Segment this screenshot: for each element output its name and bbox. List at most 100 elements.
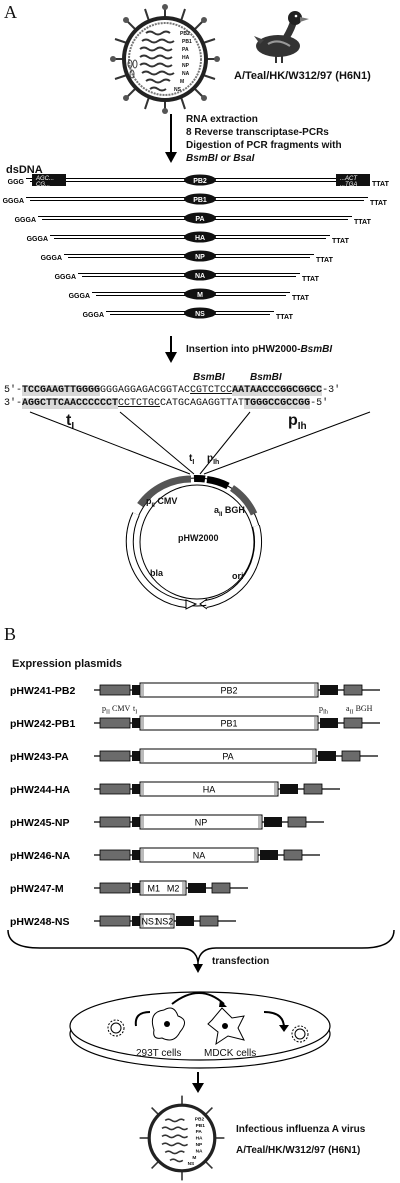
segment-ellipse (184, 250, 216, 262)
dsdna-right-end: TTAT (302, 276, 320, 283)
segment-ellipse (184, 193, 216, 205)
expression-plasmid-row: pHW247-M M1 M2 (10, 880, 248, 896)
virus-seg-label: HA (182, 55, 190, 61)
insert-box (139, 682, 319, 698)
insert-label: NS2 (156, 917, 174, 927)
plasmid-ori-label: ori (232, 571, 244, 581)
pb2-end-text: CG... (36, 182, 50, 188)
plasmid-pih-label: pIh (207, 453, 220, 466)
dsdna-right-end: TTAT (354, 219, 372, 226)
segment-ellipse (184, 231, 216, 243)
virus-seg-label: PB2 (180, 31, 190, 37)
bgh-box (341, 750, 361, 762)
pih-box (320, 718, 338, 728)
insert-label: M2 (167, 884, 180, 894)
sequence-top-strand: 5'-TCCGAAGTTGGGGGGGAGGAGACGGTACCGTCTCCAA… (4, 385, 341, 396)
pih-box (264, 817, 282, 827)
segment-ellipse (184, 288, 216, 300)
result-label-line2: A/Teal/HK/W312/97 (H6N1) (236, 1145, 361, 1156)
result-virus-icon: PB2 PB1 PA HA NP NA M NS (139, 1095, 225, 1181)
segment-label: NS (195, 311, 205, 318)
sequence-bottom-strand: 3'-AGGCTTCAACCCCCCTCCTCTGCCATGCAGAGGTTAT… (4, 398, 329, 409)
pcmv-box (99, 750, 131, 762)
pih-box (176, 916, 194, 926)
bgh-box (303, 783, 323, 795)
pih-box (260, 850, 278, 860)
segment-ellipse (184, 212, 216, 224)
cell-label-mdck: MDCK cells (204, 1048, 257, 1059)
pcmv-box (99, 684, 131, 696)
down-arrow-icon (165, 114, 177, 163)
insert-label: PB1 (220, 719, 237, 729)
t1-box (132, 916, 140, 926)
bgh-box (343, 684, 363, 696)
insert-label: NA (193, 851, 206, 861)
virus-seg-label: PA (196, 1129, 203, 1135)
plasmid-row-name: pHW246-NA (10, 850, 71, 862)
bgh-box (343, 717, 363, 729)
t1-box (132, 883, 140, 893)
segment-ellipse (184, 269, 216, 281)
down-arrow-icon (165, 336, 177, 363)
virus-seg-label: NS (174, 87, 182, 93)
panel-b-label: B (4, 624, 17, 644)
plasmid-row-name: pHW248-NS (10, 916, 70, 928)
insert-box (139, 781, 279, 797)
plasmid-pcmv-label: pII CMV (146, 496, 178, 509)
insert-label: NS1 (141, 917, 159, 927)
duck-icon (254, 11, 309, 63)
virus-seg-label: M (192, 1155, 196, 1161)
plasmid-name: pHW2000 (178, 533, 219, 543)
step-digestion: Digestion of PCR fragments with (186, 140, 342, 151)
segment-label: HA (195, 235, 205, 242)
dsdna-right-end: TTAT (370, 200, 388, 207)
plasmid-row-name: pHW244-HA (10, 784, 71, 796)
segment-label: NA (195, 273, 205, 280)
insertion-step: Insertion into pHW2000-BsmBI (186, 344, 333, 355)
virus-seg-label: PB2 (195, 1116, 205, 1122)
bgh-box (211, 882, 231, 894)
pcmv-box (99, 849, 131, 861)
result-label-line1: Infectious influenza A virus (236, 1124, 366, 1135)
expression-plasmid-row: pHW246-NA NA (10, 847, 320, 863)
insert-box (139, 880, 187, 896)
expression-plasmids-title: Expression plasmids (12, 658, 123, 670)
dsdna-left-end: GGGA (83, 312, 104, 319)
plasmid-row-name: pHW247-M (10, 883, 64, 895)
segment-label: PB1 (193, 197, 207, 204)
insert-label: M1 (148, 884, 161, 894)
insert-box (139, 715, 319, 731)
dsdna-left-end: GGGA (55, 274, 76, 281)
pcmv-annotation: pII CMV (102, 704, 131, 716)
virus-seg-label: NP (182, 63, 190, 69)
pcmv-box (99, 882, 131, 894)
step-rt-pcr: 8 Reverse transcriptase-PCRs (186, 127, 329, 138)
segment-label: PA (195, 216, 204, 223)
strain-label: A/Teal/HK/W312/97 (H6N1) (234, 70, 371, 82)
segment-label: M (197, 292, 203, 299)
segment-ellipse (184, 307, 216, 319)
pb2-end-text: AGC... (35, 176, 54, 182)
dsdna-label: dsDNA (6, 164, 43, 176)
virus-particle-icon: PB2 PB1 PA HA NP NA M NS (110, 4, 220, 114)
pcmv-box (99, 816, 131, 828)
dsdna-left-end: GGGA (41, 255, 62, 262)
plasmid-row-name: pHW243-PA (10, 751, 69, 763)
pih-box (280, 784, 298, 794)
segment-ellipse (184, 174, 216, 186)
step-rna-extraction: RNA extraction (186, 114, 258, 125)
grouping-brace (7, 929, 395, 973)
pcmv-box (99, 915, 131, 927)
enzyme-label-2: BsmBI (250, 372, 282, 383)
dsdna-right-end: TTAT (372, 181, 390, 188)
cell-label-293t: 293T cells (136, 1048, 182, 1059)
insert-box (139, 847, 259, 863)
dsdna-right-end: TTAT (316, 257, 334, 264)
